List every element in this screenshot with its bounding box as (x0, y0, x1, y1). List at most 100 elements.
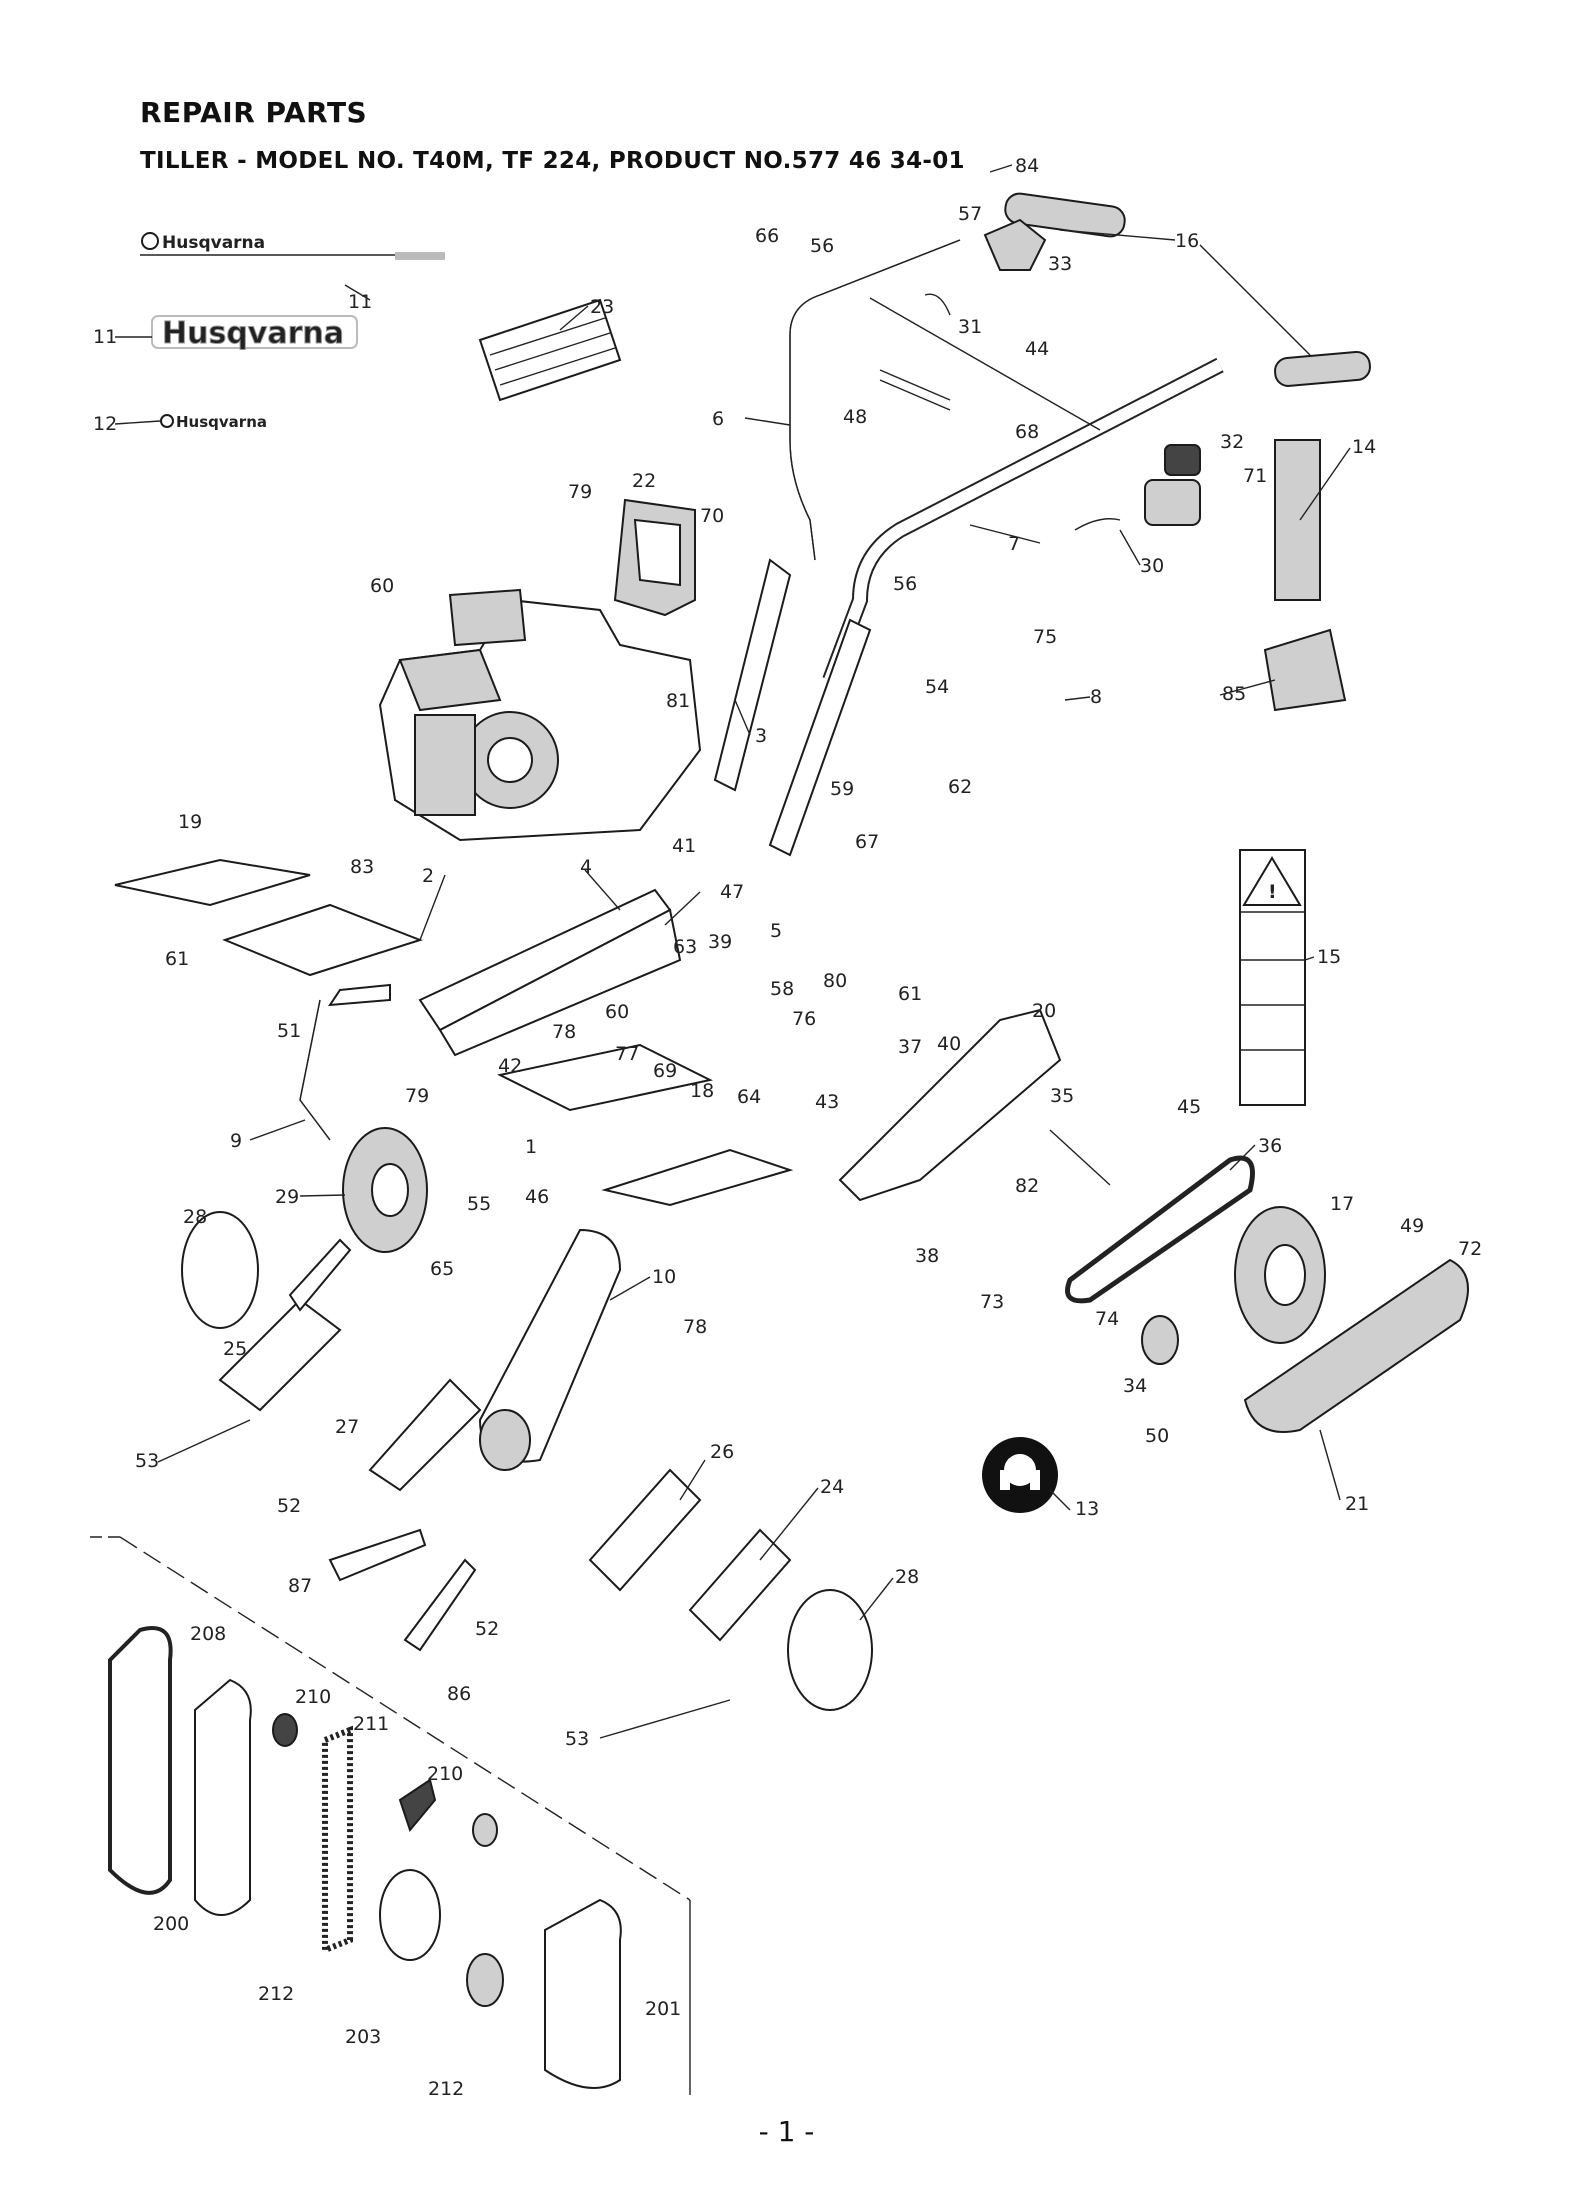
pulley-17 (1234, 1206, 1326, 1344)
part-label-6: 6 (712, 408, 724, 430)
part-label-202: 208 (190, 1623, 226, 1645)
part-label-41: 41 (672, 835, 696, 857)
decal-brand-text-1: Husqvarna (162, 233, 265, 253)
transmission-10 (478, 1228, 622, 1471)
part-label-79b: 79 (405, 1085, 429, 1107)
part-label-7: 7 (1008, 533, 1020, 555)
depth-bar-9 (299, 983, 391, 1141)
part-label-204: 210 (427, 1763, 463, 1785)
warning-decal-15: ! (1239, 849, 1306, 1106)
part-label-61a: 61 (165, 948, 189, 970)
svg-text:!: ! (1268, 881, 1277, 903)
part-label-12: 12 (93, 413, 117, 435)
part-label-27: 27 (335, 1416, 359, 1438)
part-label-68: 68 (1015, 421, 1039, 443)
part-label-81: 81 (666, 690, 690, 712)
part-label-65: 65 (430, 1258, 454, 1280)
part-label-45: 45 (1177, 1096, 1201, 1118)
part-label-25: 25 (223, 1338, 247, 1360)
tines-left-25-27 (218, 1238, 482, 1492)
part-label-8: 8 (1090, 686, 1102, 708)
shaft-35 (1049, 1129, 1111, 1186)
air-filter-cover-22 (613, 498, 696, 617)
part-label-53a: 53 (135, 1450, 159, 1472)
part-label-70: 70 (700, 505, 724, 527)
part-label-18: 18 (690, 1080, 714, 1102)
belt-36 (1065, 1155, 1255, 1304)
handle-upper-6 (789, 239, 961, 561)
handle-brackets-3 (713, 558, 872, 857)
decal-brand-wide: Husqvarna (151, 315, 358, 352)
engine (378, 588, 702, 842)
part-label-35: 35 (1050, 1085, 1074, 1107)
cover-21 (1243, 1258, 1469, 1433)
part-label-2: 2 (422, 865, 434, 887)
part-label-34: 34 (1123, 1375, 1147, 1397)
part-label-76: 76 (792, 1008, 816, 1030)
part-label-54: 54 (925, 676, 949, 698)
part-label-206a: 212 (258, 1983, 294, 2005)
belt-cover-20 (838, 1008, 1062, 1202)
part-label-60a: 60 (370, 575, 394, 597)
part-label-84: 84 (1015, 155, 1039, 177)
part-label-1: 1 (525, 1136, 537, 1158)
part-label-72: 72 (1458, 1238, 1482, 1260)
throttle-control-32 (1144, 444, 1201, 526)
page-number: - 1 - (758, 2115, 815, 2148)
part-label-39: 39 (708, 931, 732, 953)
part-labels: 11 11 12 23 22 79 60 70 81 19 83 2 4 61 … (93, 155, 1482, 2100)
part-label-52a: 52 (277, 1495, 301, 1517)
part-label-36: 36 (1258, 1135, 1282, 1157)
doc-title: REPAIR PARTS (140, 96, 368, 129)
part-label-11a: 11 (348, 291, 372, 313)
part-label-74: 74 (1095, 1308, 1119, 1330)
decal-85 (1263, 628, 1347, 712)
part-label-56a: 56 (810, 235, 834, 257)
main-frame-4 (418, 888, 682, 1057)
part-label-13: 13 (1075, 1498, 1099, 1520)
part-label-28a: 28 (183, 1206, 207, 1228)
part-label-38: 38 (915, 1245, 939, 1267)
part-label-29: 29 (275, 1186, 299, 1208)
part-label-24: 24 (820, 1476, 844, 1498)
part-label-23: 23 (590, 296, 614, 318)
part-label-69: 69 (653, 1060, 677, 1082)
part-label-85: 85 (1222, 683, 1246, 705)
part-label-207: 210 (295, 1686, 331, 1708)
fuel-can-holder-23 (478, 298, 622, 402)
part-label-33: 33 (1048, 253, 1072, 275)
part-label-56b: 56 (893, 573, 917, 595)
part-label-200: 200 (153, 1913, 189, 1935)
part-label-10: 10 (652, 1266, 676, 1288)
part-label-77: 77 (615, 1043, 639, 1065)
part-label-43: 43 (815, 1091, 839, 1113)
part-label-40: 40 (937, 1033, 961, 1055)
part-label-28b: 28 (895, 1566, 919, 1588)
wheel-29 (342, 1127, 428, 1253)
part-label-37: 37 (898, 1036, 922, 1058)
part-label-44: 44 (1025, 338, 1049, 360)
tine-discs-28 (181, 1211, 873, 1711)
part-label-49: 49 (1400, 1215, 1424, 1237)
part-label-53b: 53 (565, 1728, 589, 1750)
part-label-71: 71 (1243, 465, 1267, 487)
pulley-34 (1141, 1315, 1179, 1365)
part-label-66: 66 (755, 225, 779, 247)
part-label-17: 17 (1330, 1193, 1354, 1215)
part-label-75: 75 (1033, 626, 1057, 648)
part-label-203: 203 (345, 2026, 381, 2048)
part-label-30: 30 (1140, 555, 1164, 577)
decal-brand-text-2: Husqvarna (162, 316, 344, 351)
cables-30-31-44-48 (869, 293, 1121, 531)
part-label-87: 87 (288, 1575, 312, 1597)
part-label-42: 42 (498, 1055, 522, 1077)
decal-brand-text-3: Husqvarna (176, 413, 267, 431)
part-label-64: 64 (737, 1086, 761, 1108)
part-label-5: 5 (770, 920, 782, 942)
part-label-22: 22 (632, 470, 656, 492)
transmission-subassembly (90, 1536, 691, 2095)
part-label-55: 55 (467, 1193, 491, 1215)
part-label-73: 73 (980, 1291, 1004, 1313)
